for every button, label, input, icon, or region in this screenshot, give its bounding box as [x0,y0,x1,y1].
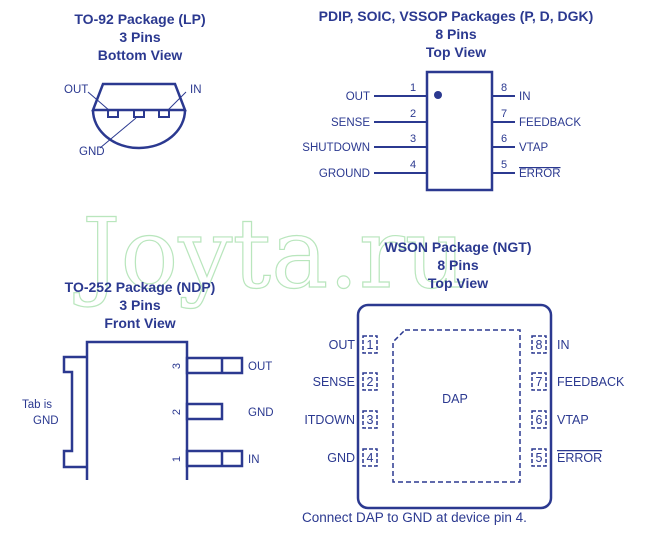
wson-view: Top View [428,275,488,291]
to92-title: TO-92 Package (LP) [74,11,205,27]
pin-number: 2 [367,375,374,389]
to92-label-gnd: GND [79,146,105,158]
pin-label: GND [248,407,274,419]
to252-title: TO-252 Package (NDP) [65,279,216,295]
tab-note: Tab is [22,399,52,411]
pin1-dot [434,91,442,99]
to252-pins-count: 3 Pins [119,297,160,313]
pin-number: 8 [501,82,507,94]
to92-label-in: IN [190,84,202,96]
tab-note: GND [33,415,59,427]
watermark: Joyta.ru [73,198,467,310]
pin-label-error: ERROR [519,168,561,180]
pin-number: 3 [171,363,183,369]
pdip-body [425,70,494,192]
to252-package: TO-252 Package (NDP) 3 Pins Front View 3… [22,279,274,480]
leader-gnd [99,117,137,149]
pin-label: IN [557,338,570,352]
pin-label: SENSE [331,117,370,129]
pin-number: 6 [536,413,543,427]
to252-tab [62,355,87,469]
dap-note: Connect DAP to GND at device pin 4. [302,510,527,525]
pdip-pins-count: 8 Pins [435,26,476,42]
pin-label: GND [327,451,355,465]
to92-package: TO-92 Package (LP) 3 Pins Bottom View OU… [64,11,206,158]
pin-label: FEEDBACK [519,117,581,129]
to252-pin-1 [185,449,244,468]
pin-label: OUT [329,338,356,352]
pin-label: GROUND [319,168,370,180]
pin-number: 4 [410,159,416,171]
leader-out [87,91,111,112]
dap-label: DAP [442,392,468,406]
pin-number: 1 [171,456,183,462]
to92-pin-gnd [133,109,145,118]
pin-label: IN [519,91,531,103]
pin-number: 8 [536,338,543,352]
pin-number: 2 [171,409,183,415]
pin-number: 5 [501,159,507,171]
to92-view: Bottom View [98,47,183,63]
pin-label: ITDOWN [304,413,355,427]
pin-number: 1 [410,82,416,94]
leader-in [166,91,187,112]
pin-label: VTAP [519,142,549,154]
wson-body [356,303,553,510]
pin-label: FEEDBACK [557,375,625,389]
to92-pins-count: 3 Pins [119,29,160,45]
pin-number: 5 [536,451,543,465]
to252-view: Front View [104,315,175,331]
to92-pin-in [158,109,170,118]
wson-package: WSON Package (NGT) 8 Pins Top View DAP 1… [302,239,625,525]
to92-body-round [91,109,187,150]
pin-number: 3 [410,133,416,145]
pin-label: SHUTDOWN [302,142,370,154]
to252-pin-3 [185,356,244,375]
pin-number: 7 [536,375,543,389]
pin-number: 6 [501,133,507,145]
pin-number: 1 [367,338,374,352]
pin-label: IN [248,454,260,466]
pin-label: VTAP [557,413,589,427]
pin-label: SENSE [313,375,355,389]
pin-number: 7 [501,108,507,120]
pin-label: OUT [248,361,272,373]
to252-pin-2 [185,402,224,421]
to92-label-out: OUT [64,84,88,96]
pin-number: 2 [410,108,416,120]
to92-pin-out [107,109,119,118]
wson-title: WSON Package (NGT) [384,239,531,255]
pdip-view: Top View [426,44,486,60]
pin-label: OUT [346,91,370,103]
pdip-title: PDIP, SOIC, VSSOP Packages (P, D, DGK) [319,8,594,24]
pin-number: 4 [367,451,374,465]
pin-label-error: ERROR [557,451,602,465]
dap-outline [392,329,521,483]
pdip-package: PDIP, SOIC, VSSOP Packages (P, D, DGK) 8… [302,8,594,192]
pin-number: 3 [367,413,374,427]
wson-pins-count: 8 Pins [437,257,478,273]
